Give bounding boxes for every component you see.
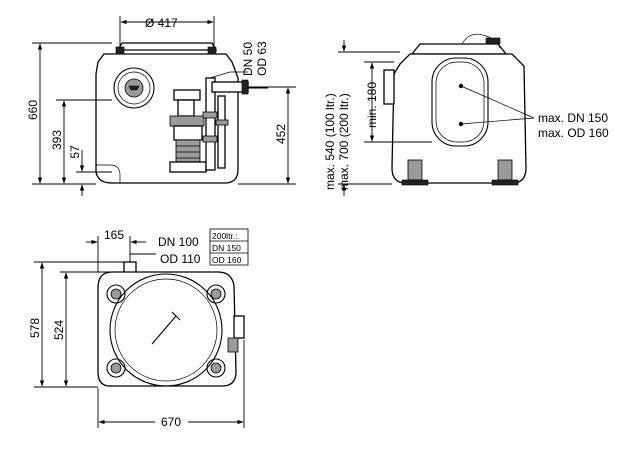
height-outlet-label: 452	[274, 124, 288, 144]
width-label: 670	[161, 415, 181, 429]
capacity-note-line1: 200ltr.:	[212, 231, 238, 241]
front-min-180-label: min. 180	[365, 82, 379, 128]
height-inlet-label: 393	[50, 130, 64, 150]
height-total-label: 660	[26, 100, 40, 120]
capacity-note-line2: DN 150	[212, 243, 241, 253]
front-inlet-dn-label: max. DN 150	[538, 111, 608, 125]
front-view: max. DN 150 max. OD 160 max. 540 (100 lt…	[323, 33, 609, 196]
top-offset-label: 165	[104, 228, 124, 242]
top-vent-od-label: OD 110	[160, 252, 201, 266]
corner-fitting	[206, 358, 226, 378]
top-view: 165 DN 100 OD 110 200ltr.: DN 150 OD 160…	[28, 228, 249, 429]
front-view-body	[383, 33, 527, 186]
depth-inner-label: 524	[52, 320, 66, 340]
top-view-body	[97, 261, 245, 387]
capacity-note-line3: OD 160	[212, 255, 242, 265]
capacity-note-box	[209, 228, 249, 266]
front-max-700-label: max. 700 (200 ltr.)	[337, 93, 351, 190]
outlet-dn-label: DN 50	[241, 42, 255, 76]
height-bottom-label: 57	[68, 145, 82, 159]
corner-fitting	[106, 358, 126, 378]
side-view-body	[95, 42, 249, 184]
outlet-od-label: OD 63	[255, 41, 269, 76]
front-inlet-od-label: max. OD 160	[538, 126, 609, 140]
depth-outer-label: 578	[28, 318, 42, 338]
side-view: Ø 417 660 393 57 DN 50 OD 63 452	[26, 16, 296, 196]
corner-fitting	[106, 284, 126, 304]
top-vent-dn-label: DN 100	[158, 235, 199, 249]
corner-fitting	[206, 284, 226, 304]
front-max-540-label: max. 540 (100 ltr.)	[323, 93, 337, 190]
top-diameter-label: Ø 417	[145, 16, 178, 30]
